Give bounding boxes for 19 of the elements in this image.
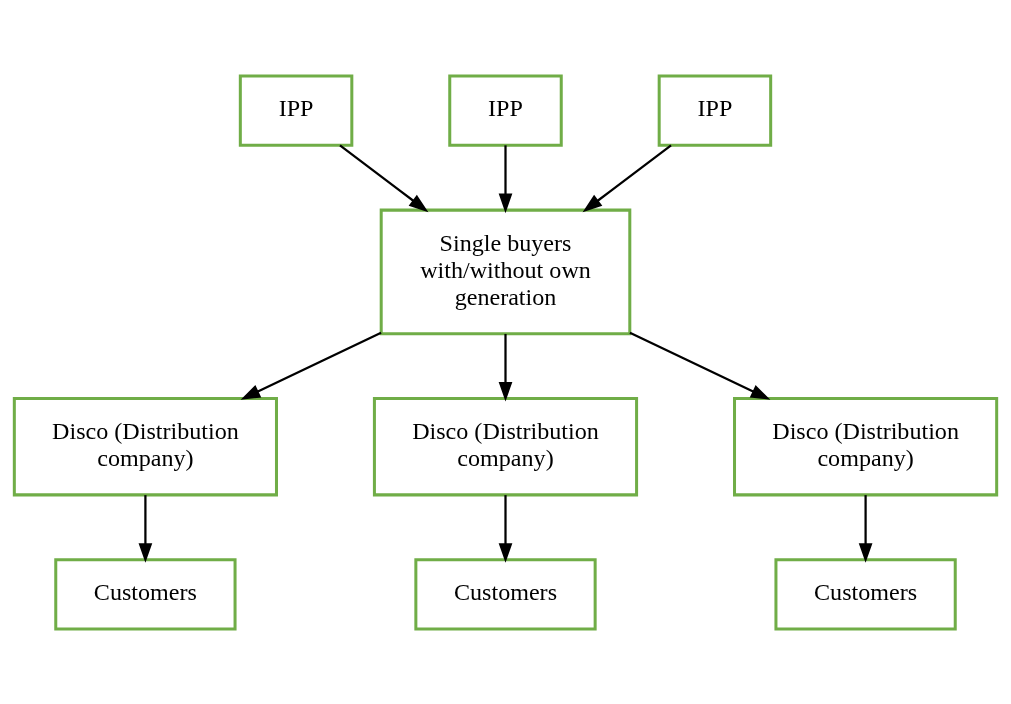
node-box: Disco (Distribution company) (733, 396, 999, 496)
node-box: Customers (54, 557, 237, 630)
node-box: IPP (448, 74, 563, 147)
arrow (240, 331, 382, 400)
node-box: IPP (657, 74, 773, 147)
arrow (858, 494, 873, 563)
node-box: Disco (Distribution company) (372, 396, 639, 496)
node-box: Customers (774, 557, 957, 630)
arrow (498, 494, 513, 563)
node-box: Disco (Distribution company) (12, 396, 278, 496)
arrow (138, 494, 153, 563)
node-box: IPP (238, 74, 354, 147)
arrow (498, 333, 513, 401)
arrow (498, 144, 513, 213)
node-box: Single buyers with/without own generation (379, 208, 632, 335)
arrow (339, 143, 429, 212)
node-box: Customers (414, 557, 597, 630)
arrow (629, 331, 771, 400)
arrow (582, 143, 672, 212)
